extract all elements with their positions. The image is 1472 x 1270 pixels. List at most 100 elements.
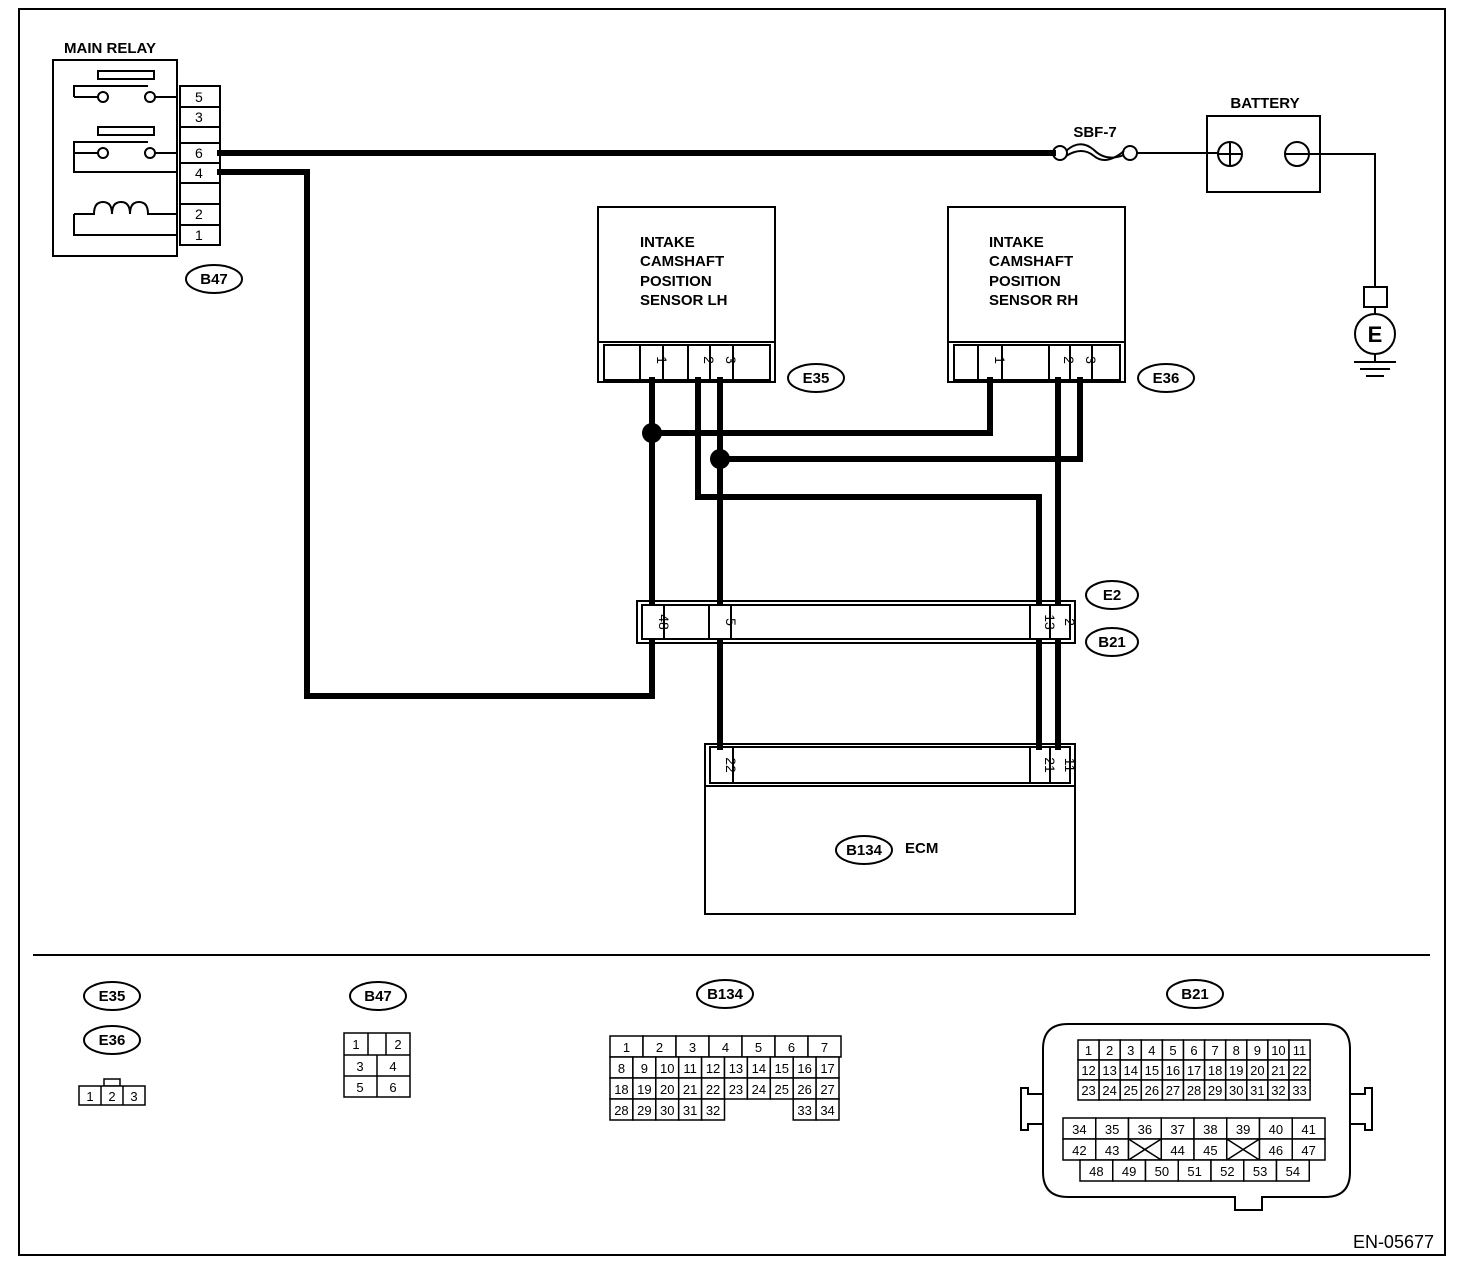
pin-number: 15 (1145, 1063, 1159, 1078)
main-relay: MAIN RELAY 5 3 6 4 2 1 (52, 40, 243, 294)
pin-number: 17 (1187, 1063, 1201, 1078)
pin-number: 33 (1292, 1083, 1306, 1098)
main-relay-pin: 1 (195, 227, 203, 243)
pin-number: 26 (797, 1082, 811, 1097)
pin-number: 12 (1081, 1063, 1095, 1078)
pin-number: 46 (1269, 1143, 1283, 1158)
legend-tag-b21: B21 (1181, 986, 1209, 1003)
document-id: EN-05677 (1353, 1232, 1434, 1252)
pin-number: 13 (729, 1061, 743, 1076)
legend-pin: 3 (130, 1089, 137, 1104)
pin-number: 6 (1190, 1043, 1197, 1058)
pin-number: 53 (1253, 1164, 1267, 1179)
pin-number: 45 (1203, 1143, 1217, 1158)
ecm-label: ECM (905, 840, 938, 857)
joint-pin: 2 (1062, 618, 1078, 626)
pin-number: 15 (775, 1061, 789, 1076)
pin-number: 54 (1286, 1164, 1300, 1179)
pin-number: 31 (1250, 1083, 1264, 1098)
legend-pin: 6 (389, 1080, 396, 1095)
pin-number: 40 (1269, 1122, 1283, 1137)
pin-number: 29 (637, 1103, 651, 1118)
joint-pin: 5 (723, 618, 739, 626)
pin-number: 20 (660, 1082, 674, 1097)
pin-number: 11 (1293, 1043, 1307, 1058)
legend-tag-e36: E36 (99, 1032, 126, 1049)
pin-cell (1275, 1159, 1310, 1182)
sensor-lh-text: CAMSHAFT (640, 253, 724, 270)
sensor-rh-pin: 1 (992, 356, 1008, 364)
pin-number: 49 (1122, 1164, 1136, 1179)
sensor-rh-text: CAMSHAFT (989, 253, 1073, 270)
legend-tag-b134: B134 (707, 986, 744, 1003)
pin-number: 31 (683, 1103, 697, 1118)
pin-number: 52 (1220, 1164, 1234, 1179)
connector-tag-e36: E36 (1153, 370, 1180, 387)
pin-number: 6 (788, 1040, 795, 1055)
pin-number: 24 (1102, 1083, 1116, 1098)
legend-pin: 1 (352, 1037, 359, 1052)
pin-number: 47 (1301, 1143, 1315, 1158)
pin-number: 43 (1105, 1143, 1119, 1158)
pin-number: 23 (1081, 1083, 1095, 1098)
ground-label: E (1368, 322, 1383, 347)
legend-pin: 1 (86, 1089, 93, 1104)
legend-b47: B47 1 2 3 4 5 6 (343, 981, 411, 1098)
pin-number: 51 (1187, 1164, 1201, 1179)
pin-number: 19 (1229, 1063, 1243, 1078)
pin-number: 25 (775, 1082, 789, 1097)
pin-number: 39 (1236, 1122, 1250, 1137)
pin-number: 14 (1124, 1063, 1138, 1078)
main-relay-pin: 5 (195, 89, 203, 105)
pin-number: 2 (1106, 1043, 1113, 1058)
ecm-pin: 22 (723, 757, 739, 773)
pin-number: 25 (1124, 1083, 1138, 1098)
legend-pin: 5 (356, 1080, 363, 1095)
intake-camshaft-sensor-rh: INTAKE CAMSHAFT POSITION SENSOR RH 1 2 3… (947, 206, 1195, 393)
ecm-pin: 21 (1042, 757, 1058, 773)
ground-e: E (1354, 286, 1396, 377)
sensor-lh-pin: 2 (701, 356, 717, 364)
main-relay-pin: 3 (195, 109, 203, 125)
pin-number: 11 (683, 1061, 697, 1076)
ecm-pin: 11 (1062, 758, 1078, 773)
legend-tag-b47: B47 (364, 988, 392, 1005)
pin-number: 20 (1250, 1063, 1264, 1078)
intake-camshaft-sensor-lh: INTAKE CAMSHAFT POSITION SENSOR LH 1 2 3… (597, 206, 845, 393)
pin-number: 18 (614, 1082, 628, 1097)
outer-frame (18, 8, 1446, 1256)
legend-pin: 2 (394, 1037, 401, 1052)
pin-cell (1288, 1079, 1311, 1101)
pin-number: 4 (722, 1040, 729, 1055)
pin-number: 4 (1148, 1043, 1155, 1058)
wires (217, 150, 1083, 750)
pin-number: 3 (689, 1040, 696, 1055)
battery-label: BATTERY (1230, 95, 1299, 112)
connector-tag-b134: B134 (846, 842, 883, 859)
blank-pin-cross (1128, 1138, 1162, 1161)
connector-tag-e2: E2 (1103, 587, 1121, 604)
sensor-rh-text: SENSOR RH (989, 292, 1078, 309)
pin-number: 32 (1271, 1083, 1285, 1098)
main-relay-pin: 6 (195, 145, 203, 161)
pin-cell (815, 1098, 840, 1121)
pin-number: 27 (1166, 1083, 1180, 1098)
pin-number: 24 (752, 1082, 766, 1097)
pin-number: 14 (752, 1061, 766, 1076)
pin-number: 33 (797, 1103, 811, 1118)
pin-number: 1 (1085, 1043, 1092, 1058)
sensor-rh-pin: 3 (1083, 356, 1099, 364)
blank-pin-cross (1226, 1138, 1260, 1161)
pin-number: 26 (1145, 1083, 1159, 1098)
legend-pin: 4 (389, 1059, 396, 1074)
connector-tag-b21: B21 (1098, 634, 1126, 651)
pin-number: 22 (706, 1082, 720, 1097)
pin-number: 34 (820, 1103, 834, 1118)
pin-number: 8 (618, 1061, 625, 1076)
sensor-rh-text: POSITION (989, 273, 1061, 290)
pin-number: 23 (729, 1082, 743, 1097)
connector-tag-b47: B47 (200, 271, 228, 288)
pin-number: 22 (1292, 1063, 1306, 1078)
pin-number: 2 (656, 1040, 663, 1055)
pin-number: 34 (1072, 1122, 1086, 1137)
